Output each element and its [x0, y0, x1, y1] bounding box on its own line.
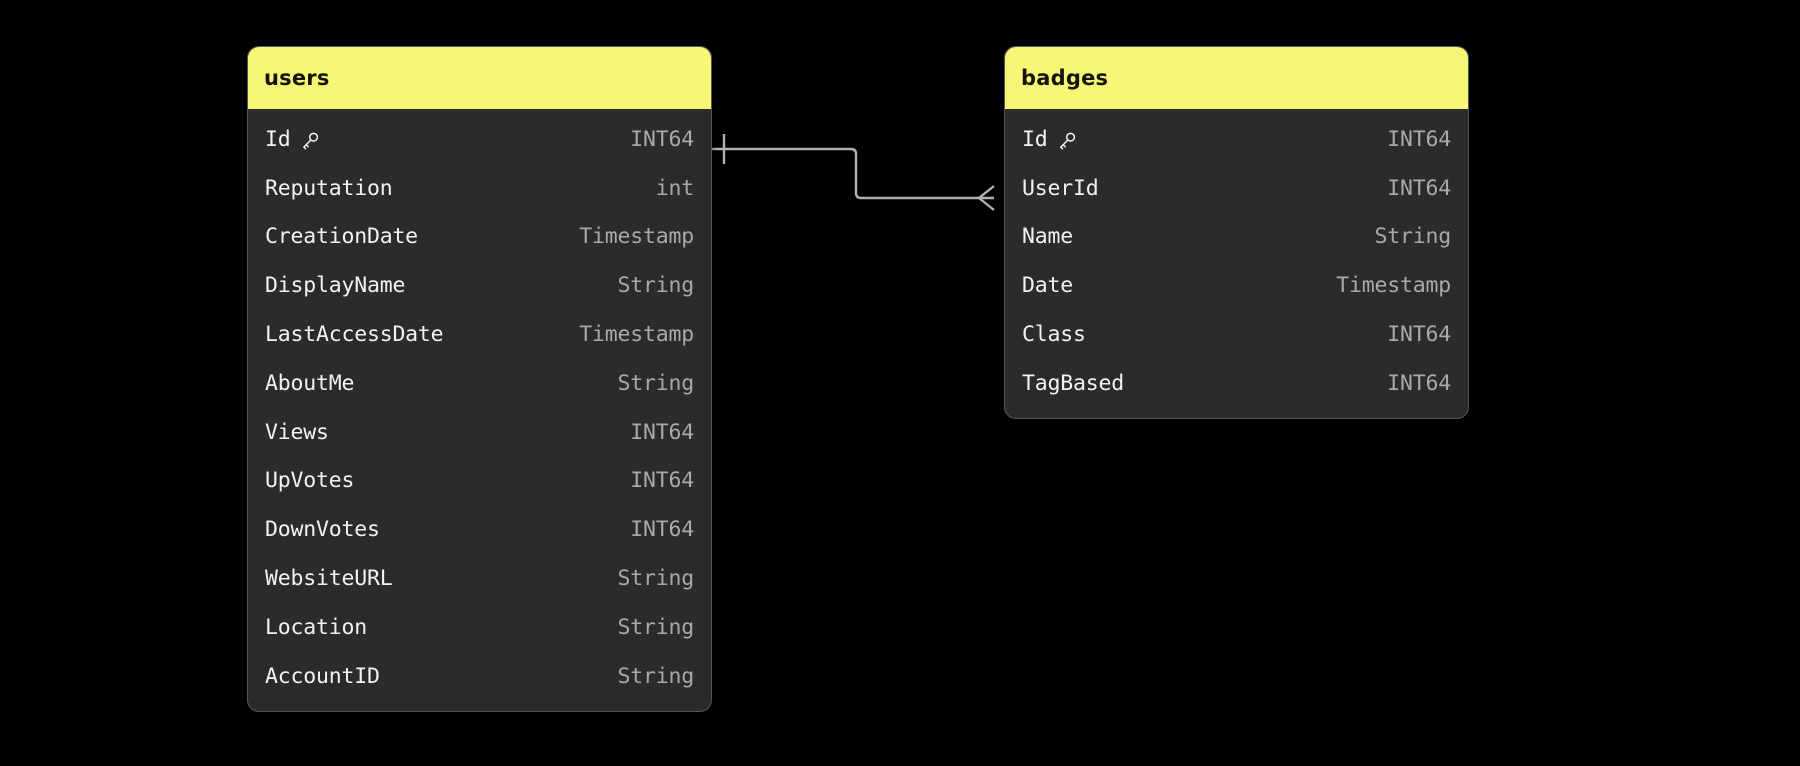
field-type: INT64 — [1387, 126, 1451, 152]
field-name: Id — [1022, 126, 1048, 152]
field-row[interactable]: AboutMe String — [248, 359, 711, 408]
field-name: Id — [265, 126, 291, 152]
field-row[interactable]: Date Timestamp — [1005, 261, 1468, 310]
field-name: TagBased — [1022, 370, 1124, 396]
field-name: LastAccessDate — [265, 322, 444, 348]
field-name-wrapper: DisplayName — [265, 273, 405, 298]
field-name-wrapper: WebsiteURL — [265, 566, 393, 592]
field-type: INT64 — [1387, 322, 1451, 348]
key-icon — [1057, 130, 1078, 151]
field-name: Name — [1022, 224, 1073, 250]
field-type: String — [1374, 224, 1452, 250]
field-type: String — [617, 370, 695, 396]
field-row[interactable]: CreationDate Timestamp — [248, 213, 711, 262]
field-name: AccountID — [265, 663, 380, 689]
field-name: Reputation — [265, 175, 393, 201]
field-name-wrapper: UserId — [1022, 175, 1099, 201]
field-name: UpVotes — [265, 468, 355, 494]
field-row[interactable]: TagBased INT64 — [1005, 359, 1468, 408]
field-row[interactable]: Reputation int — [248, 164, 711, 213]
field-name: Date — [1022, 273, 1073, 299]
field-row[interactable]: DisplayName String — [248, 261, 711, 310]
entity-header-users[interactable]: users — [248, 47, 711, 109]
field-name: UserId — [1022, 175, 1099, 201]
field-row[interactable]: DownVotes INT64 — [248, 505, 711, 554]
field-row[interactable]: AccountID String — [248, 652, 711, 701]
field-type: INT64 — [630, 468, 694, 494]
field-name-wrapper: Name — [1022, 224, 1073, 249]
field-name-wrapper: Date — [1022, 273, 1073, 298]
field-row[interactable]: UserId INT64 — [1005, 164, 1468, 213]
field-name-wrapper: LastAccessDate — [265, 322, 444, 348]
field-type: String — [617, 566, 695, 592]
field-type: INT64 — [630, 419, 694, 445]
field-row[interactable]: Views INT64 — [248, 408, 711, 457]
field-type: INT64 — [630, 517, 694, 543]
field-type: String — [617, 663, 695, 689]
field-type: Timestamp — [579, 322, 694, 348]
field-name: CreationDate — [265, 224, 418, 250]
field-row[interactable]: Id INT64 — [1005, 115, 1468, 164]
entity-title: users — [264, 66, 330, 90]
field-name: Location — [265, 614, 367, 640]
field-row[interactable]: Name String — [1005, 213, 1468, 262]
field-row[interactable]: WebsiteURL String — [248, 554, 711, 603]
field-name-wrapper: Reputation — [265, 175, 393, 201]
field-name-wrapper: UpVotes — [265, 468, 354, 493]
field-name-wrapper: Class — [1022, 322, 1086, 347]
cardinality-many-crowsfoot — [977, 185, 995, 211]
field-type: Timestamp — [579, 224, 694, 250]
field-type: INT64 — [630, 126, 694, 152]
field-row[interactable]: UpVotes INT64 — [248, 457, 711, 506]
field-row[interactable]: Id INT64 — [248, 115, 711, 164]
entity-header-badges[interactable]: badges — [1005, 47, 1468, 109]
field-name-wrapper: CreationDate — [265, 224, 418, 249]
field-row[interactable]: LastAccessDate Timestamp — [248, 310, 711, 359]
key-icon — [300, 130, 321, 151]
field-type: INT64 — [1387, 370, 1451, 396]
field-type: INT64 — [1387, 175, 1451, 201]
field-type: String — [617, 273, 695, 299]
field-name-wrapper: AboutMe — [265, 371, 354, 396]
field-type: int — [655, 175, 694, 201]
field-name: DownVotes — [265, 517, 380, 543]
field-name: Class — [1022, 322, 1086, 348]
field-row[interactable]: Location String — [248, 603, 711, 652]
field-name: Views — [265, 419, 329, 445]
field-name-wrapper: DownVotes — [265, 517, 380, 542]
field-name: AboutMe — [265, 370, 355, 396]
field-name-wrapper: AccountID — [265, 664, 380, 689]
field-name-wrapper: Location — [265, 615, 367, 640]
field-name-wrapper: Id — [1022, 127, 1078, 152]
field-type: String — [617, 614, 695, 640]
relationship-users-id-to-badges-userid[interactable] — [712, 134, 995, 211]
field-type: Timestamp — [1336, 273, 1451, 299]
field-name-wrapper: Views — [265, 420, 329, 445]
field-name-wrapper: Id — [265, 127, 321, 152]
field-name-wrapper: TagBased — [1022, 371, 1124, 396]
field-name: DisplayName — [265, 273, 406, 299]
entity-title: badges — [1021, 66, 1109, 90]
relationship-line — [712, 147, 994, 200]
field-name: WebsiteURL — [265, 566, 393, 592]
field-row[interactable]: Class INT64 — [1005, 310, 1468, 359]
